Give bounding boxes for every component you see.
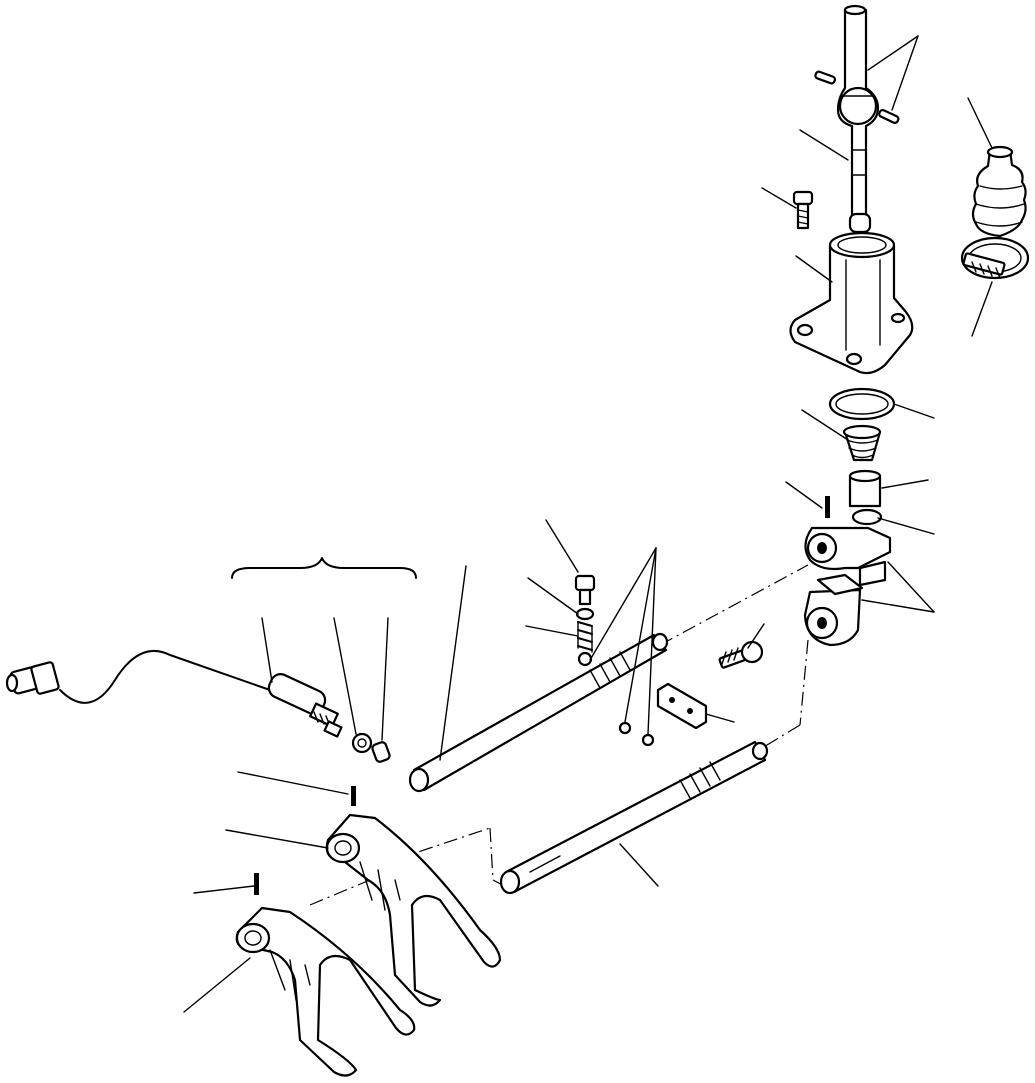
bushing <box>850 471 880 506</box>
bolt-small <box>719 642 762 668</box>
shift-fork-upper <box>327 815 500 1006</box>
shift-rail-lower <box>501 742 767 893</box>
roll-pin <box>825 496 830 518</box>
shift-block <box>805 528 890 585</box>
detent-spring <box>578 622 592 652</box>
hose-clamp <box>962 238 1028 278</box>
detent-washer <box>577 609 593 619</box>
interlock-plate <box>658 684 706 728</box>
detent-ball <box>579 653 591 665</box>
assembly-brace <box>232 558 416 578</box>
switch-assembly <box>7 651 341 737</box>
lower-shift-block <box>805 575 862 645</box>
switch-plunger <box>371 741 390 763</box>
fork-pin-upper <box>351 786 356 806</box>
shift-rail-upper <box>410 634 667 791</box>
boot <box>973 147 1026 236</box>
bolt <box>794 192 812 228</box>
lever-housing <box>791 233 913 373</box>
lever-pins <box>815 71 900 124</box>
detent-bolt <box>576 576 594 604</box>
fork-pin-lower <box>254 873 259 895</box>
shift-fork-lower <box>237 908 414 1076</box>
spring-cone <box>844 426 880 460</box>
o-ring <box>853 510 881 524</box>
ring-seal <box>830 389 894 419</box>
interlock-balls <box>620 723 653 745</box>
leader-lines <box>184 36 992 1012</box>
shift-lever-shaft <box>838 6 878 232</box>
alignment-lines <box>310 565 808 905</box>
switch-washer <box>353 734 371 752</box>
